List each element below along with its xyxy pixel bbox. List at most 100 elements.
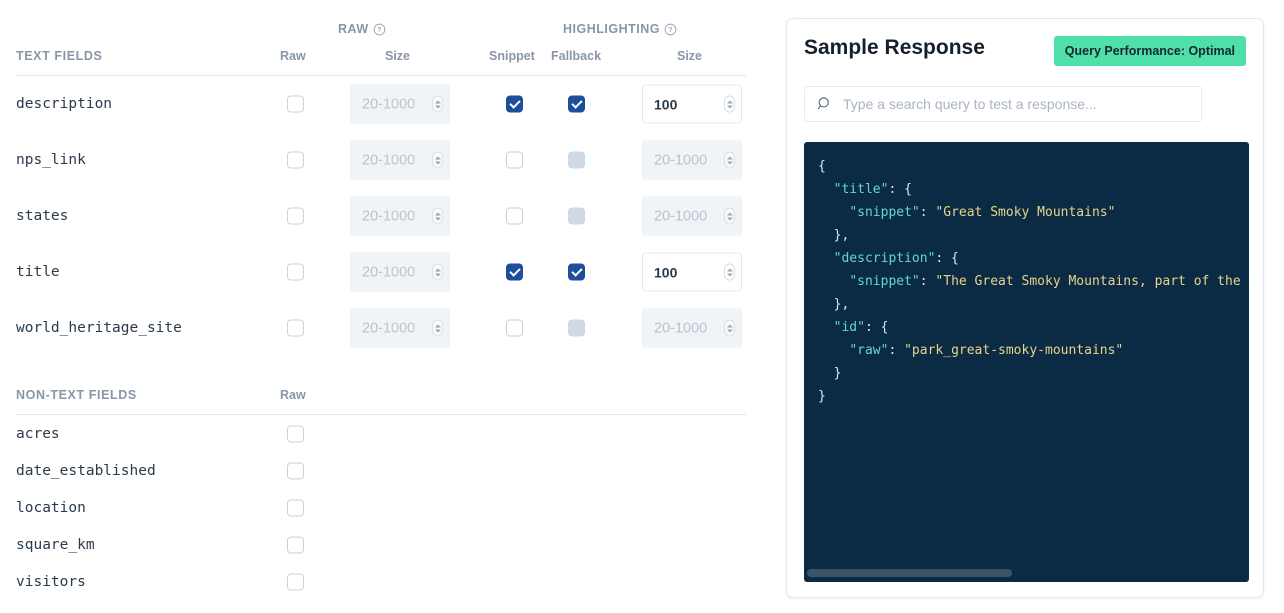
table-row: title 20-1000 100 [16, 244, 746, 300]
field-name-label: acres [16, 425, 60, 442]
sample-response-card: Sample Response Query Performance: Optim… [786, 18, 1264, 598]
code-token-str: "Great Smoky Mountains" [935, 205, 1116, 220]
stepper-icon [432, 151, 443, 169]
highlight-size-input-value: 20-1000 [654, 152, 708, 168]
non-text-fields-divider [16, 414, 746, 415]
sample-response-header: Sample Response Query Performance: Optim… [804, 36, 1246, 70]
highlight-size-input-value: 100 [654, 264, 678, 280]
field-name-label: title [16, 264, 60, 280]
highlight-size-input: 20-1000 [642, 196, 742, 236]
highlight-size-input[interactable]: 100 [642, 84, 742, 124]
stepper-icon [432, 263, 443, 281]
highlight-size-input: 20-1000 [642, 140, 742, 180]
fallback-checkbox[interactable] [568, 95, 585, 113]
raw-checkbox[interactable] [287, 573, 304, 590]
code-token-punc [818, 274, 849, 289]
code-token-punc [818, 251, 834, 266]
column-header-hl-size: Size [677, 49, 703, 63]
raw-checkbox[interactable] [287, 536, 304, 553]
code-line: }, [818, 224, 1249, 247]
code-token-key: "snippet" [849, 274, 920, 289]
column-header-non-text-raw: Raw [280, 388, 306, 402]
fallback-checkbox[interactable] [568, 263, 585, 281]
raw-size-input: 20-1000 [350, 196, 450, 236]
code-line: "description": { [818, 247, 1249, 270]
column-header-raw-size: Size [385, 49, 411, 63]
field-name-label: description [16, 96, 113, 112]
status-badge: Query Performance: Optimal [1053, 36, 1246, 66]
code-line: } [818, 385, 1249, 408]
raw-checkbox[interactable] [287, 95, 304, 113]
stepper-icon[interactable] [724, 263, 735, 281]
snippet-checkbox[interactable] [506, 263, 523, 281]
search-input[interactable]: Type a search query to test a response..… [804, 86, 1202, 122]
raw-checkbox[interactable] [287, 263, 304, 281]
snippet-checkbox[interactable] [506, 95, 523, 113]
snippet-checkbox[interactable] [506, 151, 523, 169]
fields-configuration-panel: RAW ? HIGHLIGHTING ? TEXT FIELDS Raw Siz… [0, 0, 762, 613]
text-fields-divider [16, 75, 746, 76]
table-row: location [16, 489, 746, 526]
stepper-icon [724, 207, 735, 225]
raw-checkbox[interactable] [287, 462, 304, 479]
group-header-raw: RAW ? [338, 22, 386, 36]
group-header-raw-label: RAW [338, 22, 369, 36]
code-token-punc: { [818, 159, 826, 174]
code-token-punc: : { [888, 182, 912, 197]
code-line: "snippet": "Great Smoky Mountains" [818, 201, 1249, 224]
raw-size-input: 20-1000 [350, 252, 450, 292]
raw-checkbox[interactable] [287, 425, 304, 442]
code-token-punc [818, 205, 849, 220]
svg-text:?: ? [377, 27, 382, 34]
raw-size-input-value: 20-1000 [362, 264, 416, 280]
code-token-str: "The Great Smoky Mountains, part of the … [935, 274, 1249, 289]
code-line: }, [818, 293, 1249, 316]
raw-checkbox[interactable] [287, 319, 304, 337]
field-name-label: states [16, 208, 69, 224]
highlight-size-input-value: 100 [654, 96, 678, 112]
group-header-highlighting: HIGHLIGHTING ? [563, 22, 677, 36]
highlight-size-input[interactable]: 100 [642, 252, 742, 292]
column-header-fallback: Fallback [551, 49, 602, 63]
raw-size-input-value: 20-1000 [362, 152, 416, 168]
code-token-key: "description" [833, 251, 936, 266]
code-token-punc [818, 343, 849, 358]
code-token-punc: : [888, 343, 905, 358]
raw-size-input-value: 20-1000 [362, 208, 416, 224]
field-name-label: world_heritage_site [16, 320, 182, 336]
table-row: date_established [16, 452, 746, 489]
code-token-key: "title" [833, 182, 889, 197]
stepper-icon [432, 319, 443, 337]
code-token-key: "id" [833, 320, 865, 335]
raw-size-input: 20-1000 [350, 140, 450, 180]
code-token-punc: }, [818, 297, 850, 312]
horizontal-scrollbar[interactable] [807, 569, 1012, 577]
code-token-punc: } [818, 366, 842, 381]
code-token-punc: : { [935, 251, 959, 266]
stepper-icon[interactable] [724, 95, 735, 113]
raw-checkbox[interactable] [287, 151, 304, 169]
stepper-icon [724, 151, 735, 169]
group-header-row: RAW ? HIGHLIGHTING ? [16, 22, 746, 42]
field-name-label: location [16, 499, 86, 516]
page-title: Sample Response [804, 36, 985, 59]
code-token-punc: : [919, 274, 936, 289]
snippet-checkbox[interactable] [506, 207, 523, 225]
non-text-fields-column-headers: NON-TEXT FIELDS Raw [16, 388, 746, 408]
help-circle-icon[interactable]: ? [373, 23, 386, 36]
raw-checkbox[interactable] [287, 499, 304, 516]
snippet-checkbox[interactable] [506, 319, 523, 337]
help-circle-icon[interactable]: ? [664, 23, 677, 36]
table-row: states 20-1000 20-1000 [16, 188, 746, 244]
code-token-punc: : { [864, 320, 889, 335]
fallback-checkbox [568, 319, 585, 337]
table-row: acres [16, 415, 746, 452]
search-placeholder: Type a search query to test a response..… [843, 96, 1097, 112]
highlight-size-input-value: 20-1000 [654, 208, 708, 224]
raw-checkbox[interactable] [287, 207, 304, 225]
stepper-icon [724, 319, 735, 337]
response-code-block[interactable]: { "title": { "snippet": "Great Smoky Mou… [804, 142, 1249, 582]
code-token-str: "park_great-smoky-mountains" [904, 343, 1124, 358]
